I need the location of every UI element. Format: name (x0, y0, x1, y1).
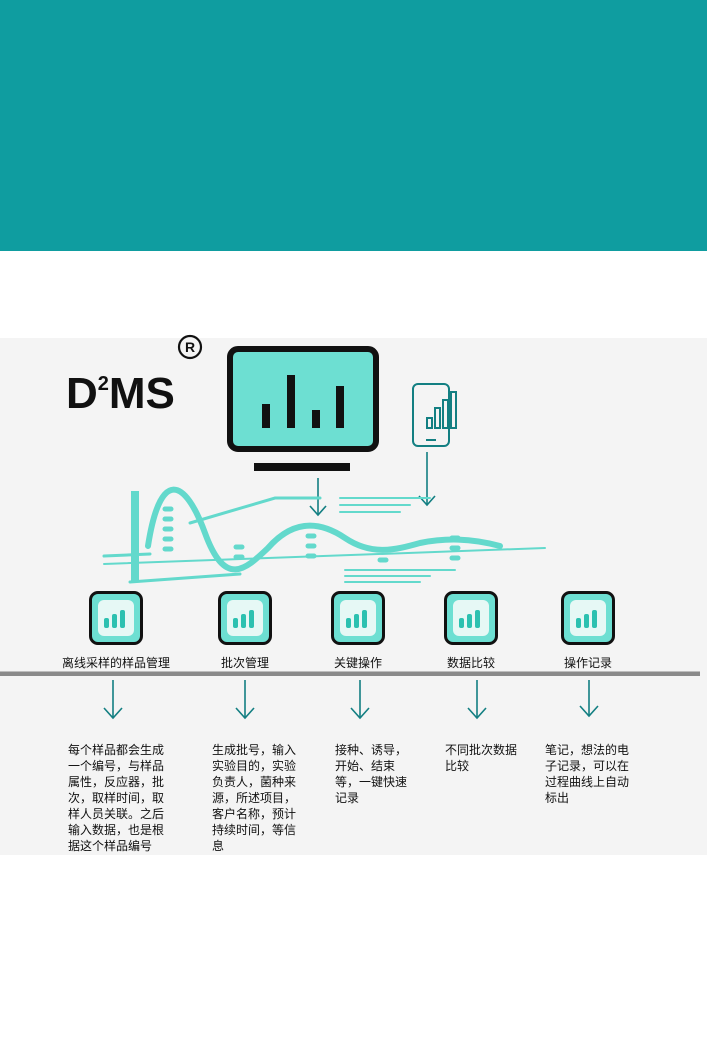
feature-desc-key-operations: 接种、诱导，开始、结束等，一键快速记录 (335, 743, 408, 805)
key-operations-icon (331, 591, 385, 645)
feature-desc-sample-management: 每个样品都会生成一个编号，与样品属性，反应器，批次，取样时间，取样人员关联。之后… (68, 743, 165, 853)
arrow-down-icon (103, 680, 123, 720)
feature-label-operation-log: 操作记录 (563, 656, 612, 670)
timeline-divider (0, 671, 700, 676)
arrow-down-icon (350, 680, 370, 720)
arrow-down-icon (579, 680, 599, 718)
top-banner (0, 0, 707, 251)
process-illustration (102, 346, 546, 584)
down-arrows (103, 680, 599, 720)
bar-chart-icon (346, 610, 367, 628)
svg-text:R: R (185, 339, 195, 355)
feature-desc-data-comparison: 不同批次数据比较 (445, 743, 518, 773)
bar-chart-icon (576, 610, 597, 628)
monitor-icon (227, 346, 379, 471)
feature-label-sample-management: 离线采样的样品管理 (61, 656, 170, 670)
process-curve-graphic (102, 486, 546, 584)
feature-label-batch-management: 批次管理 (220, 656, 269, 670)
arrow-down-icon (467, 680, 487, 720)
feature-desc-operation-log: 笔记，想法的电子记录，可以在过程曲线上自动标出 (545, 743, 630, 805)
feature-desc-batch-management: 生成批号，输入实验目的，实验负责人，菌种来源，所述项目，客户名称，预计持续时间，… (212, 743, 297, 853)
batch-management-icon (218, 591, 272, 645)
operation-log-icon (561, 591, 615, 645)
phone-icon (412, 383, 457, 447)
bar-chart-icon (459, 610, 480, 628)
arrow-down-icon (235, 680, 255, 720)
registered-mark-icon: R (177, 334, 203, 360)
feature-label-key-operations: 关键操作 (333, 656, 382, 670)
data-comparison-icon (444, 591, 498, 645)
feature-label-data-comparison: 数据比较 (446, 656, 495, 670)
bar-chart-icon (233, 610, 254, 628)
bar-chart-icon (104, 610, 125, 628)
sample-management-icon (89, 591, 143, 645)
brand-logo: D2MS (66, 369, 175, 418)
